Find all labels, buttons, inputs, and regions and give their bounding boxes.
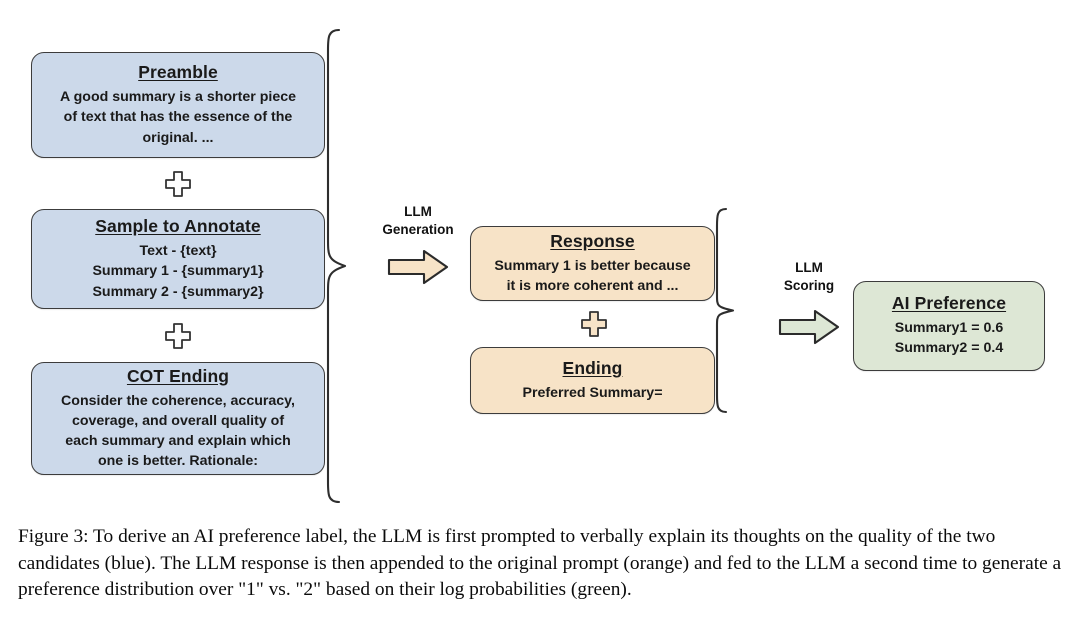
node-sample-title: Sample to Annotate xyxy=(95,216,261,237)
llm-scoring-arrow-icon xyxy=(777,307,841,347)
node-ending-line-1: Preferred Summary= xyxy=(522,384,663,401)
node-preamble-line-1: A good summary is a shorter piece xyxy=(59,89,296,106)
node-response-line-2: it is more coherent and ... xyxy=(506,277,679,294)
llm-generation-label-line-2: Generation xyxy=(382,221,454,237)
node-cot-line-4: one is better. Rationale: xyxy=(97,453,259,470)
node-ending: Ending Preferred Summary= xyxy=(470,347,715,414)
figure-diagram: Preamble A good summary is a shorter pie… xyxy=(31,28,1045,504)
node-sample-line-2: Summary 1 - {summary1} xyxy=(92,263,264,280)
node-ending-title: Ending xyxy=(562,357,623,378)
right-brace xyxy=(714,207,754,414)
node-sample-line-1: Text - {text} xyxy=(139,243,217,260)
node-cot-title: COT Ending xyxy=(126,365,230,386)
llm-generation-arrow-icon xyxy=(386,247,450,287)
llm-generation-label: LLM Generation xyxy=(362,203,474,239)
llm-generation-label-line-1: LLM xyxy=(404,204,432,219)
left-brace xyxy=(325,28,367,504)
node-cot-line-3: each summary and explain which xyxy=(65,432,291,449)
figure-caption: Figure 3: To derive an AI preference lab… xyxy=(18,526,1062,601)
llm-scoring-label-line-1: LLM xyxy=(795,260,823,275)
node-cot-ending: COT Ending Consider the coherence, accur… xyxy=(31,362,325,475)
plus-icon xyxy=(164,170,192,198)
node-response-title: Response xyxy=(550,230,635,251)
node-sample-line-3: Summary 2 - {summary2} xyxy=(92,283,264,300)
node-ai-preference-line-2: Summary2 = 0.4 xyxy=(894,340,1004,357)
node-cot-line-1: Consider the coherence, accuracy, xyxy=(61,392,295,409)
node-response: Response Summary 1 is better because it … xyxy=(470,226,715,301)
node-preamble: Preamble A good summary is a shorter pie… xyxy=(31,52,325,158)
node-preamble-line-2: of text that has the essence of the xyxy=(63,109,293,126)
node-ai-preference-line-1: Summary1 = 0.6 xyxy=(894,320,1004,337)
node-preamble-title: Preamble xyxy=(138,62,218,83)
plus-icon xyxy=(580,310,608,338)
plus-icon xyxy=(164,322,192,350)
llm-scoring-label-line-2: Scoring xyxy=(783,277,835,293)
node-ai-preference-title: AI Preference xyxy=(891,293,1007,314)
node-sample-to-annotate: Sample to Annotate Text - {text} Summary… xyxy=(31,209,325,309)
node-ai-preference: AI Preference Summary1 = 0.6 Summary2 = … xyxy=(853,281,1045,371)
node-response-line-1: Summary 1 is better because xyxy=(494,257,691,274)
llm-scoring-label: LLM Scoring xyxy=(757,259,861,295)
node-preamble-line-3: original. ... xyxy=(142,129,214,146)
node-cot-line-2: coverage, and overall quality of xyxy=(71,412,285,429)
